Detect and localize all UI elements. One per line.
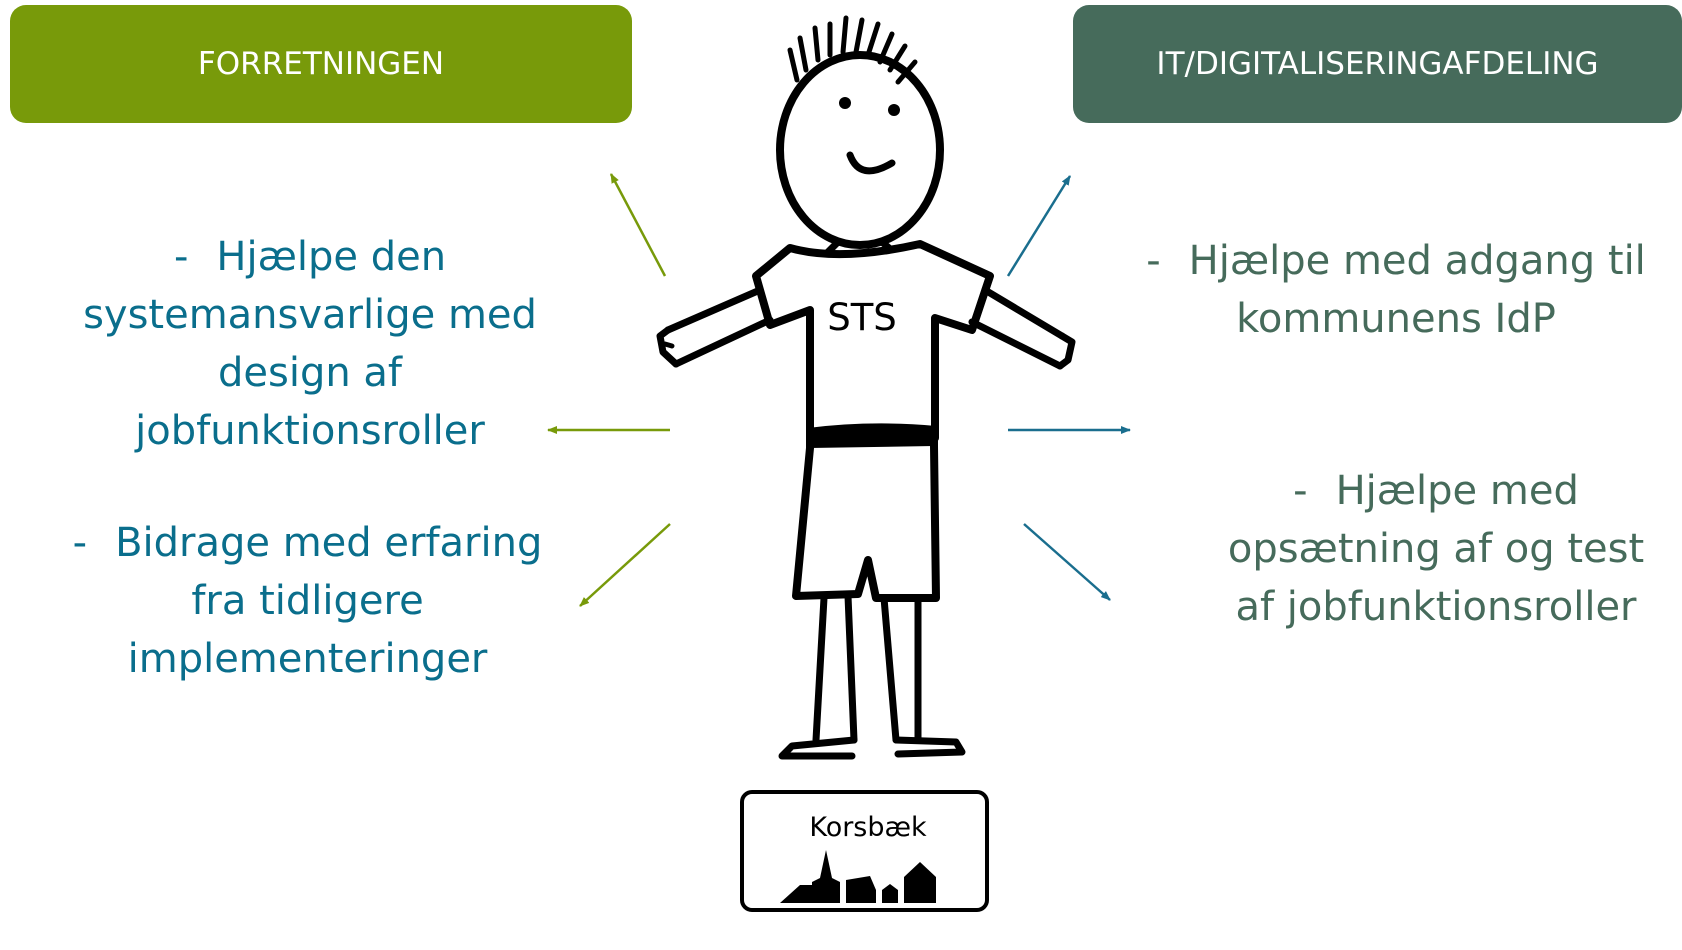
bullet-dash: -: [1293, 468, 1308, 514]
left-item-2-line-2: fra tidligere: [191, 578, 424, 624]
left-item-1-line-1: Hjælpe den: [216, 234, 447, 280]
town-sign: Korsbæk: [740, 790, 989, 912]
right-item-idp-access: -Hjælpe med adgang til kommunens IdP: [1110, 232, 1682, 348]
forretningen-header: FORRETNINGEN: [10, 5, 632, 123]
head: [776, 51, 944, 249]
left-item-2-line-1: Bidrage med erfaring: [115, 520, 543, 566]
arrow-to-setup-test: [1023, 523, 1111, 601]
bullet-dash: -: [1146, 238, 1161, 284]
right-item-2-line-2: opsætning af og test: [1227, 526, 1645, 572]
town-sign-label: Korsbæk: [809, 812, 927, 843]
right-leg: [880, 594, 922, 744]
left-item-2-line-3: implementeringer: [127, 636, 488, 682]
left-item-experience: -Bidrage med erfaring fra tidligere impl…: [0, 514, 615, 688]
it-department-header-label: IT/DIGITALISERINGAFDELING: [1156, 46, 1599, 82]
left-item-1-line-3: design af: [217, 350, 402, 396]
stick-figure: [656, 15, 1076, 760]
bullet-dash: -: [72, 520, 88, 566]
left-item-design-roles: -Hjælpe den systemansvarlige med design …: [40, 228, 580, 460]
right-item-1-line-2: kommunens IdP: [1236, 296, 1556, 342]
it-department-header: IT/DIGITALISERINGAFDELING: [1073, 5, 1682, 123]
right-arm: [968, 286, 1066, 370]
left-arm: [664, 286, 774, 368]
right-hand: [1056, 332, 1076, 370]
town-silhouette: [780, 850, 936, 903]
forretningen-header-label: FORRETNINGEN: [197, 46, 445, 82]
shorts: [792, 442, 940, 602]
arrow-to-forretningen: [609, 173, 667, 277]
right-foot: [892, 736, 966, 758]
arrow-to-experience: [579, 523, 671, 607]
left-item-1-line-4: jobfunktionsroller: [135, 408, 485, 454]
right-item-2-line-1: Hjælpe med: [1335, 468, 1579, 514]
left-hand: [656, 326, 680, 368]
right-eye: [888, 104, 900, 116]
shirt-label-sts: STS: [827, 296, 897, 339]
right-item-2-line-3: af jobfunktionsroller: [1235, 584, 1637, 630]
left-eye: [839, 97, 851, 109]
shirt: [752, 240, 994, 442]
bullet-dash: -: [173, 234, 189, 280]
smile: [846, 151, 896, 175]
right-item-setup-test: -Hjælpe med opsætning af og test af jobf…: [1190, 462, 1682, 636]
left-leg: [812, 592, 858, 744]
arrow-to-it-department: [1006, 175, 1072, 277]
right-item-1-line-1: Hjælpe med adgang til: [1188, 238, 1646, 284]
left-item-1-line-2: systemansvarlige med: [83, 292, 537, 338]
left-foot: [778, 736, 858, 760]
